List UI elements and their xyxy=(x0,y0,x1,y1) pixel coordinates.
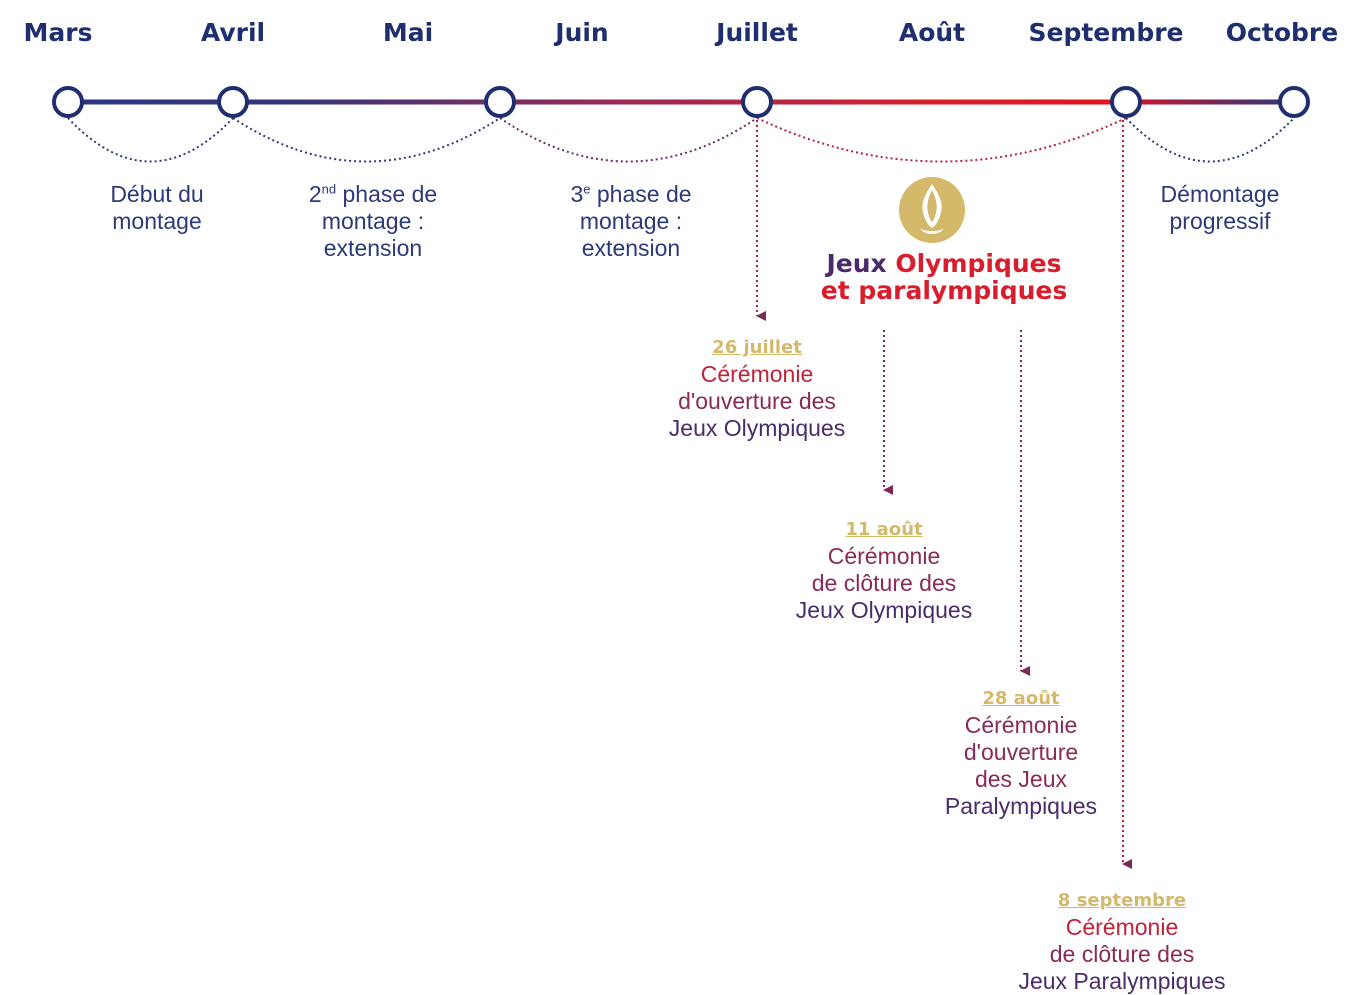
phase-3-text: phase de xyxy=(590,181,692,207)
event-line: Jeux Paralympiques xyxy=(1018,968,1226,994)
event-date: 11 août xyxy=(845,519,923,540)
month-juin: Juin xyxy=(555,18,609,47)
event-ouverture-jo: 26 juillet Cérémonie d'ouverture des Jeu… xyxy=(669,337,845,442)
phase-debut-line1: Début du xyxy=(110,181,204,207)
phase-3-montage: 3e phase de montage : extension xyxy=(570,181,691,262)
games-title-olympiques: Olympiques xyxy=(895,249,1062,278)
games-title-jeux: Jeux xyxy=(826,249,896,278)
event-line: de clôture des xyxy=(1049,941,1195,967)
month-aout: Août xyxy=(898,18,966,47)
arc-phase2 xyxy=(232,117,501,163)
phase-demontage-line1: Démontage xyxy=(1160,181,1280,207)
event-line: Paralympiques xyxy=(944,793,1098,819)
phase-3-line2: montage : xyxy=(579,208,683,234)
node-octobre xyxy=(1278,86,1310,118)
event-date: 28 août xyxy=(982,688,1060,709)
phase-demontage-line2: progressif xyxy=(1169,208,1271,234)
phase-3-number: 3 xyxy=(570,181,584,207)
node-juillet xyxy=(741,86,773,118)
event-line: des Jeux xyxy=(974,766,1068,792)
month-avril: Avril xyxy=(200,18,266,47)
event-line: de clôture des xyxy=(811,570,957,596)
phase-2-text: phase de xyxy=(336,181,438,207)
month-juillet: Juillet xyxy=(716,18,798,47)
phase-3-line1: 3e phase de xyxy=(570,181,691,208)
phase-3-suffix: e xyxy=(583,181,591,197)
month-mars: Mars xyxy=(23,18,93,47)
event-date: 8 septembre xyxy=(1057,890,1187,911)
event-line: Cérémonie xyxy=(1065,914,1179,940)
node-septembre xyxy=(1110,86,1142,118)
event-cloture-jo: 11 août Cérémonie de clôture des Jeux Ol… xyxy=(796,519,972,624)
arc-jeux xyxy=(756,117,1127,163)
arc-debut xyxy=(67,117,234,163)
event-date: 26 juillet xyxy=(712,337,802,358)
phase-debut-line2: montage xyxy=(112,208,202,234)
games-title-line2: et paralympiques xyxy=(820,276,1068,305)
event-line: Cérémonie xyxy=(964,712,1078,738)
phase-demontage: Démontage progressif xyxy=(1161,181,1280,235)
games-title-line1: Jeux Olympiques xyxy=(821,250,1067,277)
event-line: d'ouverture des xyxy=(678,388,836,414)
event-line: Cérémonie xyxy=(827,543,941,569)
arc-phase3 xyxy=(499,117,758,163)
event-cloture-jp: 8 septembre Cérémonie de clôture des Jeu… xyxy=(1018,890,1225,995)
phase-2-line2: montage : xyxy=(321,208,425,234)
event-line: d'ouverture xyxy=(963,739,1079,765)
phase-2-number: 2 xyxy=(308,181,322,207)
arc-demontage xyxy=(1125,117,1295,163)
games-title: Jeux Olympiques et paralympiques xyxy=(821,250,1067,304)
month-mai: Mai xyxy=(382,18,434,47)
phase-debut-montage: Début du montage xyxy=(110,181,203,235)
node-mars xyxy=(52,86,84,118)
event-ouverture-jp: 28 août Cérémonie d'ouverture des Jeux P… xyxy=(945,688,1097,820)
month-octobre: Octobre xyxy=(1225,18,1339,47)
event-line: Jeux Olympiques xyxy=(795,597,973,623)
node-avril xyxy=(217,86,249,118)
node-mi-mai xyxy=(484,86,516,118)
event-line: Jeux Olympiques xyxy=(668,415,846,441)
olympic-flame-logo xyxy=(899,177,965,243)
phase-2-line3: extension xyxy=(323,235,423,261)
phase-3-line3: extension xyxy=(581,235,681,261)
phase-2-montage: 2nd phase de montage : extension xyxy=(309,181,437,262)
event-line: Cérémonie xyxy=(700,361,814,387)
month-septembre: Septembre xyxy=(1028,18,1184,47)
phase-2-suffix: nd xyxy=(321,181,337,197)
phase-2-line1: 2nd phase de xyxy=(309,181,437,208)
